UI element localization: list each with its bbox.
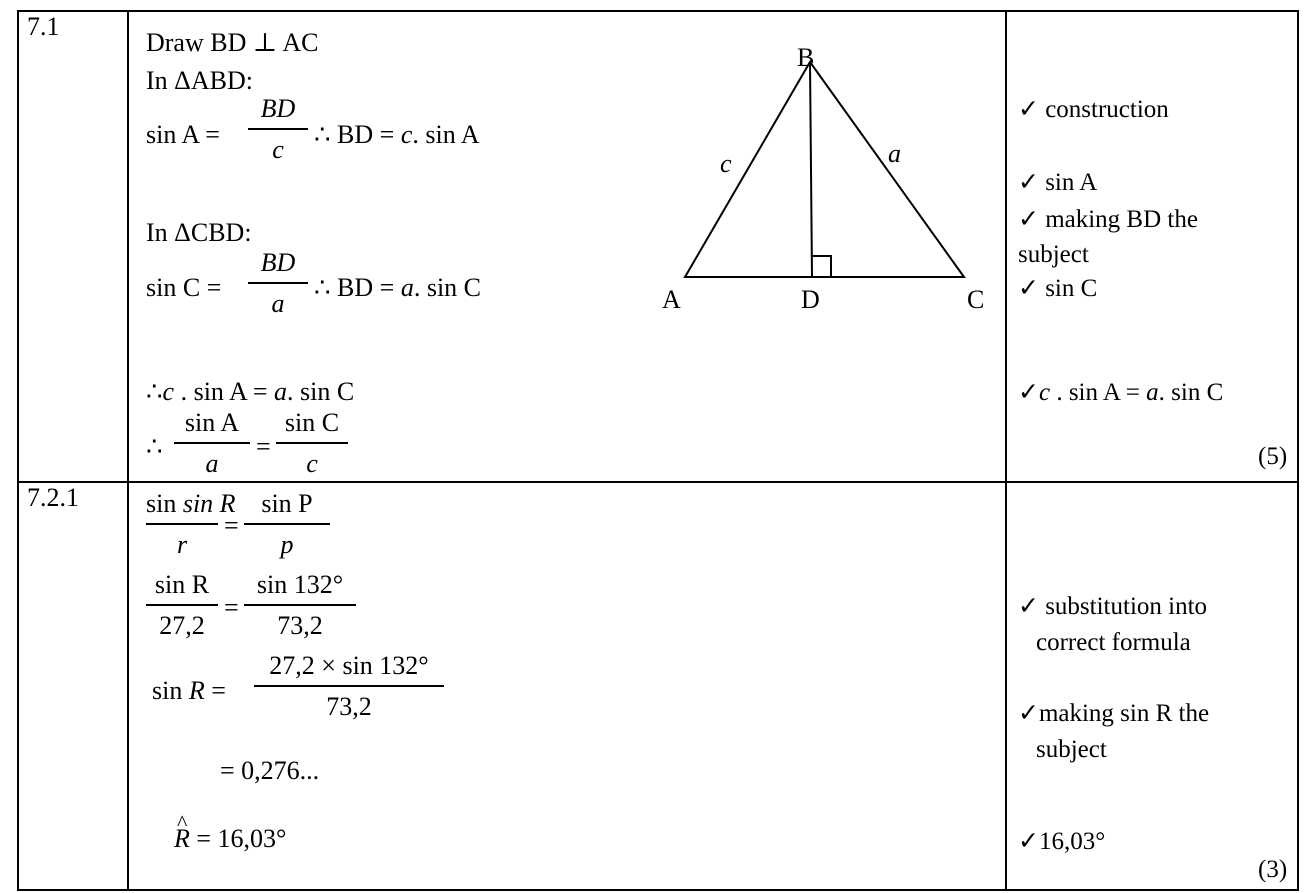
sin-a-result: ∴ BD = c. sin A bbox=[314, 122, 480, 148]
angle-r-symbol: R bbox=[174, 824, 190, 853]
fraction-denominator: c bbox=[272, 134, 284, 164]
marks-total: (3) bbox=[1258, 856, 1288, 883]
sin-r-value: = 0,276... bbox=[220, 756, 320, 785]
fraction-bar bbox=[174, 442, 250, 444]
fraction-numerator: sin R bbox=[154, 570, 210, 599]
mark-making-bd-subject-cont: subject bbox=[1018, 241, 1089, 268]
triangle-diagram: B A D C c a bbox=[662, 43, 984, 314]
construction-step: Draw BD ⊥ AC bbox=[146, 28, 319, 57]
angle-r-result: R ^ = 16,03° bbox=[174, 812, 287, 853]
table-border-top bbox=[17, 10, 1299, 12]
table-border-bottom bbox=[17, 889, 1299, 891]
table-border-right bbox=[1297, 10, 1299, 891]
fraction-sin-r-over-27-2: sin R 27,2 bbox=[146, 572, 218, 639]
vertex-label-a: A bbox=[662, 285, 681, 314]
fraction-sin-p-over-p: sin P p bbox=[244, 491, 330, 558]
question-number: 7.1 bbox=[27, 12, 60, 41]
fraction-sin-r-over-r: sin sin R r bbox=[146, 489, 236, 559]
fraction-bar bbox=[244, 523, 330, 525]
altitude-bd bbox=[809, 61, 813, 278]
side-c-symbol: c bbox=[162, 377, 175, 406]
mark-final-angle: ✓16,03° bbox=[1018, 828, 1106, 855]
fraction-bar bbox=[146, 604, 218, 606]
fraction-numerator: BD bbox=[260, 248, 296, 277]
equated-end: . sin C bbox=[287, 377, 355, 406]
triangle-cbd-heading: In ΔCBD: bbox=[146, 218, 252, 247]
angle-r-value: = 16,03° bbox=[196, 824, 287, 853]
fraction-numerator: sin C bbox=[284, 408, 340, 437]
equated-expression: ∴c . sin A = a. sin C bbox=[146, 379, 354, 405]
equals-sign: = bbox=[224, 593, 239, 622]
mark-making-sin-r-subject: ✓making sin R the bbox=[1018, 700, 1210, 727]
fraction-denominator: a bbox=[271, 288, 285, 318]
fraction-bar bbox=[276, 442, 348, 444]
question-number: 7.2.1 bbox=[27, 483, 79, 512]
side-c-symbol: c bbox=[400, 120, 413, 149]
fraction-denominator: p bbox=[280, 529, 294, 559]
mark-sin-c: ✓ sin C bbox=[1018, 275, 1098, 302]
fraction-bd-over-a: BD a bbox=[248, 250, 308, 317]
mark-making-bd-subject: ✓ making BD the bbox=[1018, 206, 1198, 233]
side-label-a: a bbox=[888, 139, 901, 168]
sin-c-result: ∴ BD = a. sin C bbox=[314, 275, 481, 301]
sin-a-lhs: sin A = bbox=[146, 120, 220, 149]
fraction-bar bbox=[254, 685, 444, 687]
table-col-divider-2 bbox=[1005, 10, 1007, 891]
therefore-bd: ∴ BD = bbox=[314, 273, 395, 302]
mark-equated-expression: ✓c . sin A = a. sin C bbox=[1018, 379, 1224, 406]
fraction-numerator: sin A bbox=[184, 408, 240, 437]
equated-mid: . sin A = bbox=[174, 377, 268, 406]
vertex-label-b: B bbox=[797, 43, 814, 72]
fraction-bar bbox=[146, 523, 218, 525]
fraction-denominator: c bbox=[306, 448, 318, 478]
sin-r-lhs: sin R = bbox=[152, 676, 226, 705]
mark-substitution-cont: correct formula bbox=[1036, 629, 1191, 656]
table-col-divider-1 bbox=[127, 10, 129, 891]
mark-construction: ✓ construction bbox=[1018, 96, 1169, 123]
triangle-abc bbox=[683, 60, 966, 278]
marks-total: (5) bbox=[1258, 443, 1288, 470]
fraction-denominator: 73,2 bbox=[326, 691, 372, 721]
fraction-denominator: 73,2 bbox=[277, 610, 323, 640]
fraction-sin-a-over-a: sin A a bbox=[174, 410, 250, 477]
fraction-bar bbox=[244, 604, 356, 606]
table-border-left bbox=[17, 10, 19, 891]
mark-substitution: ✓ substitution into bbox=[1018, 593, 1208, 620]
fraction-bar bbox=[248, 282, 308, 284]
fraction-sin-c-over-c: sin C c bbox=[276, 410, 348, 477]
therefore-bd: ∴ BD = bbox=[314, 120, 395, 149]
fraction-numerator: sin sin R bbox=[146, 489, 236, 518]
ratio-equals: = bbox=[256, 432, 271, 461]
fraction-bd-over-c: BD c bbox=[248, 96, 308, 163]
side-a-symbol: a bbox=[274, 377, 288, 406]
fraction-sin-132-over-73-2: sin 132° 73,2 bbox=[244, 572, 356, 639]
sin-a-term: . sin A bbox=[412, 120, 480, 149]
fraction-numerator: sin 132° bbox=[256, 570, 344, 599]
triangle-abd-heading: In ΔABD: bbox=[146, 66, 253, 95]
angle-hat: ^ bbox=[177, 810, 188, 835]
fraction-denominator: 27,2 bbox=[159, 610, 205, 640]
sin-c-term: . sin C bbox=[413, 273, 482, 302]
fraction-numerator: sin P bbox=[261, 489, 313, 518]
therefore-symbol: ∴ bbox=[146, 377, 163, 406]
sin-c-lhs: sin C = bbox=[146, 273, 222, 302]
mark-making-sin-r-subject-cont: subject bbox=[1036, 736, 1107, 763]
side-a-symbol: a bbox=[400, 273, 414, 302]
right-angle-marker bbox=[812, 255, 832, 277]
fraction-numerator: 27,2 × sin 132° bbox=[269, 651, 429, 680]
table-row-divider bbox=[17, 481, 1299, 483]
side-label-c: c bbox=[720, 149, 732, 178]
mark-sin-a: ✓ sin A bbox=[1018, 169, 1098, 196]
fraction-denominator: a bbox=[205, 448, 219, 478]
fraction-numerator: BD bbox=[260, 94, 296, 123]
fraction-bar bbox=[248, 128, 308, 130]
vertex-label-c: C bbox=[967, 285, 984, 314]
vertex-label-d: D bbox=[801, 285, 820, 314]
equals-sign: = bbox=[224, 511, 239, 540]
fraction-denominator: r bbox=[176, 529, 188, 559]
fraction-sin-r-expression: 27,2 × sin 132° 73,2 bbox=[254, 653, 444, 720]
ratio-therefore: ∴ bbox=[146, 432, 163, 461]
